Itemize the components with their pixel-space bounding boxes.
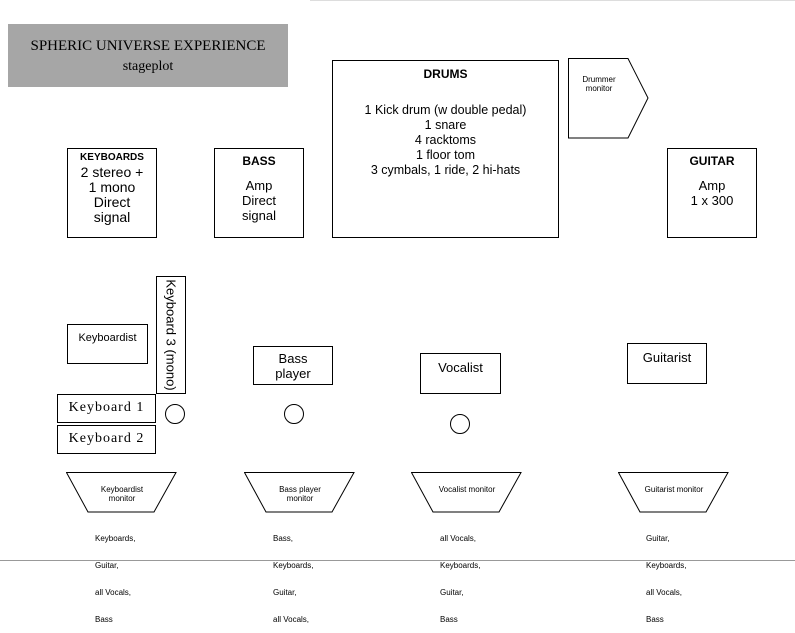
drums-heading: DRUMS <box>423 67 468 81</box>
bass-amp-line: signal <box>242 208 276 223</box>
keyboardist-monitor-shape <box>66 472 177 513</box>
bass-amp-lines: Amp Direct signal <box>215 178 303 223</box>
drums-box: DRUMS 1 Kick drum (w double pedal) 1 sna… <box>332 60 559 238</box>
guitar-amp-box: GUITAR Amp 1 x 300 <box>667 148 757 238</box>
keyboardist-monitor-label: Keyboardist monitor <box>100 485 144 503</box>
mix-item: all Vocals, <box>646 588 683 597</box>
mix-item: all Vocals, <box>440 534 477 543</box>
drummer-monitor-label: Drummer monitor <box>582 75 616 93</box>
bass-amp-heading: BASS <box>242 154 276 168</box>
guitar-amp-line: Amp <box>698 178 726 193</box>
vocalist-monitor-mix: all Vocals, Keyboards, Guitar, Bass <box>440 516 480 633</box>
top-border-line <box>310 0 795 1</box>
mix-item: Guitar, <box>273 588 297 597</box>
guitar-amp-line: 1 x 300 <box>690 193 734 208</box>
keyboards-amp-line: 1 mono <box>88 179 136 195</box>
drums-item: 3 cymbals, 1 ride, 2 hi-hats <box>370 163 521 177</box>
keyboard3-label: Keyboard 3 (mono) <box>163 279 179 391</box>
bottom-border-line <box>0 560 795 561</box>
vocalist-mic <box>450 414 470 434</box>
mix-item: Guitar, <box>95 561 119 570</box>
bass-player-position: Bass player <box>253 346 333 385</box>
drummer-monitor-shape <box>568 58 649 139</box>
bass-amp-line: Direct <box>242 193 276 208</box>
keyboards-amp-lines: 2 stereo + 1 mono Direct signal <box>68 165 156 225</box>
mix-item: Keyboards, <box>646 561 687 570</box>
mix-item: Bass <box>646 615 664 624</box>
keyboards-amp-heading: KEYBOARDS <box>80 152 144 163</box>
bass-amp-box: BASS Amp Direct signal <box>214 148 304 238</box>
bass-player-mic <box>284 404 304 424</box>
keyboardist-label: Keyboardist <box>78 332 137 344</box>
keyboard3-box: Keyboard 3 (mono) <box>156 276 186 394</box>
mix-item: Bass, <box>273 534 294 543</box>
mix-item: Guitar, <box>646 534 670 543</box>
bass-player-monitor-label: Bass player monitor <box>279 485 321 503</box>
keyboards-amp-box: KEYBOARDS 2 stereo + 1 mono Direct signa… <box>67 148 157 238</box>
guitarist-label: Guitarist <box>642 350 692 365</box>
guitarist-monitor-mix: Guitar, Keyboards, all Vocals, Bass <box>646 516 686 633</box>
drums-items: 1 Kick drum (w double pedal) 1 snare 4 r… <box>333 103 558 178</box>
mix-item: all Vocals, <box>95 588 132 597</box>
keyboards-amp-line: Direct <box>93 194 131 210</box>
keyboard2-box: Keyboard 2 <box>57 425 156 454</box>
mix-item: Bass <box>440 615 458 624</box>
vocalist-label: Vocalist <box>438 360 483 375</box>
mix-item: Bass <box>95 615 113 624</box>
keyboardist-position: Keyboardist <box>67 324 148 364</box>
vocalist-position: Vocalist <box>420 353 501 394</box>
keyboardist-mic <box>165 404 185 424</box>
mix-item: Keyboards, <box>273 561 314 570</box>
mix-item: Keyboards, <box>95 534 136 543</box>
guitar-amp-lines: Amp 1 x 300 <box>668 178 756 208</box>
keyboards-amp-line: 2 stereo + <box>80 164 144 180</box>
guitarist-monitor-shape <box>618 472 729 513</box>
guitarist-monitor-label: Guitarist monitor <box>644 485 704 494</box>
drums-item: 1 Kick drum (w double pedal) <box>364 103 527 117</box>
bass-amp-line: Amp <box>245 178 273 193</box>
bass-player-label: Bass player <box>275 351 311 381</box>
keyboard1-label: Keyboard 1 <box>68 400 145 415</box>
mix-item: Guitar, <box>440 588 464 597</box>
keyboard2-label: Keyboard 2 <box>68 431 145 446</box>
vocalist-monitor-label: Vocalist monitor <box>438 485 496 494</box>
bass-player-monitor-shape <box>244 472 355 513</box>
guitar-amp-heading: GUITAR <box>689 154 735 168</box>
keyboards-amp-line: signal <box>93 209 131 225</box>
bass-player-monitor-mix: Bass, Keyboards, Guitar, all Vocals, <box>273 516 313 633</box>
mix-item: all Vocals, <box>273 615 310 624</box>
title-block: SPHERIC UNIVERSE EXPERIENCE stageplot <box>8 24 288 87</box>
drums-item: 4 racktoms <box>414 133 477 147</box>
mix-item: Keyboards, <box>440 561 481 570</box>
guitarist-position: Guitarist <box>627 343 707 384</box>
band-name: SPHERIC UNIVERSE EXPERIENCE <box>30 38 266 54</box>
vocalist-monitor-shape <box>411 472 522 513</box>
keyboardist-monitor-mix: Keyboards, Guitar, all Vocals, Bass <box>95 516 135 633</box>
plot-subtitle: stageplot <box>122 59 174 74</box>
drums-item: 1 snare <box>424 118 467 132</box>
drums-item: 1 floor tom <box>415 148 476 162</box>
keyboard1-box: Keyboard 1 <box>57 394 156 423</box>
